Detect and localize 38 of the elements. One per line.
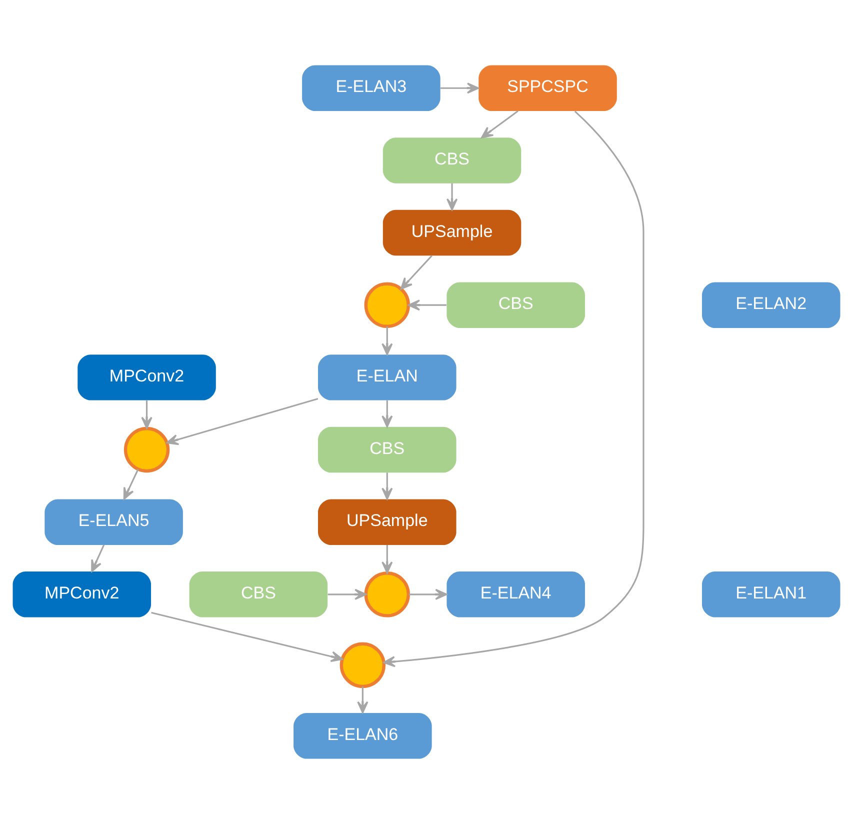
node-box: E-ELAN2 xyxy=(702,282,840,328)
node-box: CBS xyxy=(446,282,585,328)
node-box: MPConv2 xyxy=(78,354,216,400)
node-box: CBS xyxy=(189,571,328,617)
arrow xyxy=(480,110,518,138)
arrow xyxy=(408,299,446,310)
node-box: UPSample xyxy=(318,498,456,544)
arrow xyxy=(123,468,139,500)
arrow xyxy=(91,544,105,572)
node-circle xyxy=(364,282,410,328)
node-box: CBS xyxy=(318,426,456,472)
node-box: SPPCSPC xyxy=(478,64,617,110)
arrow xyxy=(382,400,393,427)
arrow xyxy=(357,686,368,713)
node-box: E-ELAN xyxy=(318,354,456,400)
arrow xyxy=(166,397,318,445)
node-circle xyxy=(364,571,410,617)
node-box: E-ELAN1 xyxy=(702,571,840,617)
arrow xyxy=(408,588,448,600)
arrow xyxy=(382,544,393,574)
arrow xyxy=(382,326,393,355)
node-box: E-ELAN6 xyxy=(294,712,432,758)
arrow xyxy=(400,254,432,290)
arrow xyxy=(446,182,458,210)
arrow xyxy=(151,611,343,662)
node-box: E-ELAN5 xyxy=(44,498,183,544)
node-box: E-ELAN4 xyxy=(446,571,585,617)
arrow xyxy=(382,472,393,500)
node-circle xyxy=(124,426,170,472)
node-box: CBS xyxy=(382,137,522,183)
node-box: MPConv2 xyxy=(12,571,152,617)
arrow xyxy=(141,400,152,428)
arrow xyxy=(383,110,644,667)
arrow xyxy=(328,588,367,600)
node-circle xyxy=(340,642,386,688)
arrow xyxy=(440,82,480,94)
node-box: E-ELAN3 xyxy=(302,64,440,110)
node-box: UPSample xyxy=(382,209,522,256)
